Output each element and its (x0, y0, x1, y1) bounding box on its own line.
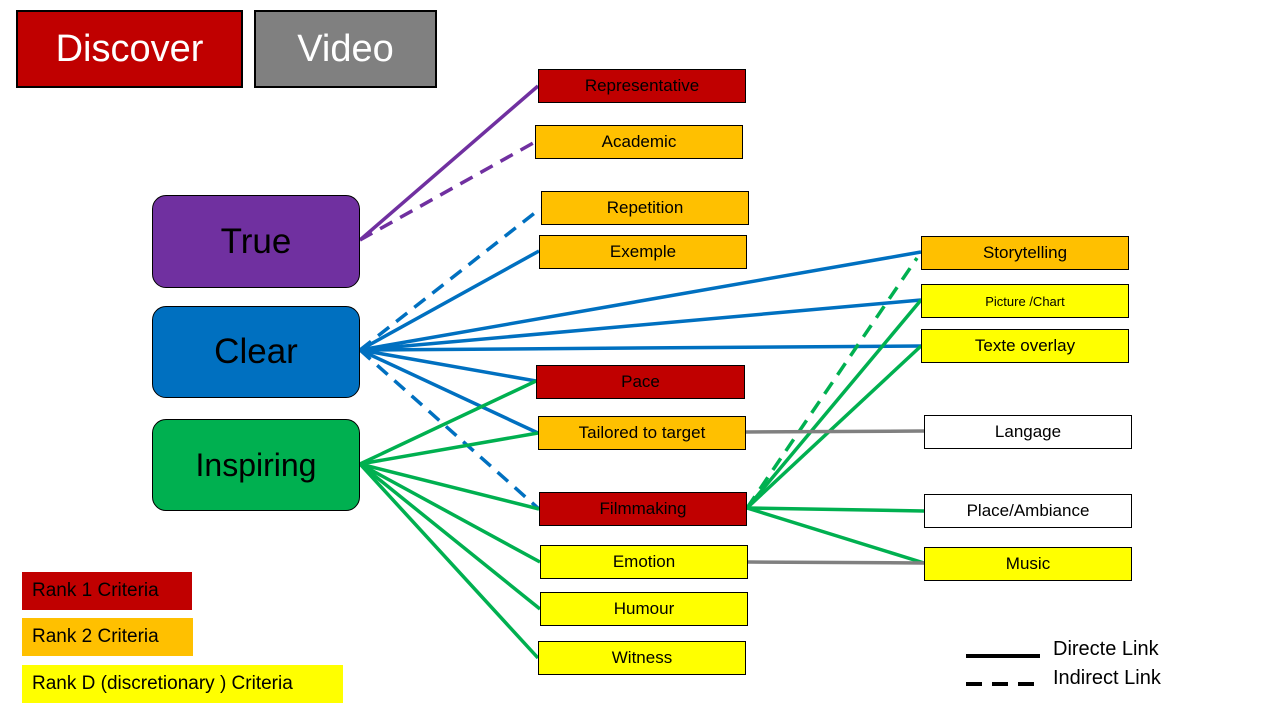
link-clear-exemple (359, 249, 540, 352)
criterion-langage: Langage (924, 415, 1132, 449)
link-inspiring-humour (358, 462, 542, 611)
link-inspiring-filmmaking (359, 462, 540, 511)
link-clear-tailored (359, 348, 539, 435)
criterion-tailored: Tailored to target (538, 416, 746, 450)
link-clear-repetition (358, 206, 543, 352)
legend-rank1: Rank 1 Criteria (22, 572, 192, 610)
link-filmmaking-picture_chart (745, 298, 923, 510)
link-true-academic (359, 140, 536, 242)
criterion-witness: Witness (538, 641, 746, 675)
criterion-representative: Representative (538, 69, 746, 103)
goal-inspiring: Inspiring (152, 419, 360, 511)
link-true-representative (358, 84, 540, 242)
link-filmmaking-music (746, 506, 925, 565)
link-clear-texte_overlay (359, 344, 922, 352)
line-legend-swatches (966, 654, 1040, 686)
criterion-pace: Pace (536, 365, 745, 399)
legend-indirect-link: Indirect Link (1053, 667, 1161, 689)
link-clear-picture_chart (359, 298, 922, 352)
criterion-exemple: Exemple (539, 235, 747, 269)
link-filmmaking-place_ambiance (746, 506, 925, 513)
link-inspiring-pace (359, 379, 537, 466)
criterion-texte-overlay: Texte overlay (921, 329, 1129, 363)
criterion-academic: Academic (535, 125, 743, 159)
link-filmmaking-texte_overlay (745, 344, 923, 510)
link-inspiring-emotion (359, 462, 541, 564)
criterion-place-ambiance: Place/Ambiance (924, 494, 1132, 528)
link-clear-filmmaking (358, 348, 541, 511)
link-inspiring-tailored (359, 431, 539, 466)
link-clear-storytelling (359, 250, 922, 352)
link-filmmaking-storytelling (745, 257, 919, 509)
video-tag: Video (254, 10, 437, 88)
criterion-emotion: Emotion (540, 545, 748, 579)
link-emotion-music (747, 560, 925, 565)
discover-tag: Discover (16, 10, 243, 88)
goal-clear: Clear (152, 306, 360, 398)
link-tailored-langage (745, 429, 925, 434)
criterion-humour: Humour (540, 592, 748, 626)
criterion-filmmaking: Filmmaking (539, 492, 747, 526)
link-clear-pace (359, 348, 537, 383)
criterion-music: Music (924, 547, 1132, 581)
criterion-picture-chart: Picture /Chart (921, 284, 1129, 318)
criterion-repetition: Repetition (541, 191, 749, 225)
legend-rankD: Rank D (discretionary ) Criteria (22, 665, 343, 703)
link-inspiring-witness (358, 462, 540, 660)
goal-true: True (152, 195, 360, 288)
criterion-storytelling: Storytelling (921, 236, 1129, 270)
legend-rank2: Rank 2 Criteria (22, 618, 193, 656)
legend-direct-link: Directe Link (1053, 638, 1159, 660)
